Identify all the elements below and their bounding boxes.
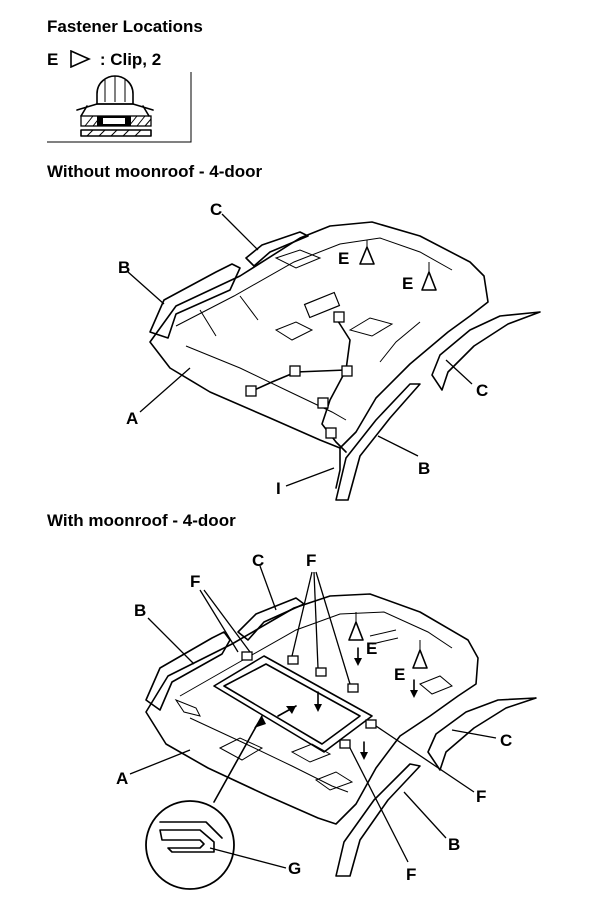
callout-b: B (118, 258, 130, 277)
callout-b: B (418, 459, 430, 478)
callout-c: C (476, 381, 488, 400)
callout-leaders (127, 213, 473, 487)
wire-harness (245, 311, 353, 489)
pillar-trim (149, 231, 541, 501)
page-title: Fastener Locations (47, 17, 203, 36)
callout-c: C (500, 731, 512, 750)
callout-f: F (190, 572, 200, 591)
clip-f-tabs (241, 647, 418, 760)
headliner-diagram-without-moonroof: C B E E C A B I (118, 200, 541, 501)
headliner-panel (149, 221, 489, 449)
clip-detail-magnifier (145, 715, 266, 890)
callout-b: B (448, 835, 460, 854)
fastener-legend: E : Clip, 2 (47, 49, 162, 70)
section-heading-with-moonroof: With moonroof - 4-door (47, 511, 236, 530)
callout-leaders (129, 565, 497, 869)
callout-e: E (402, 274, 413, 293)
moonroof-opening (213, 655, 373, 753)
callout-c: C (210, 200, 222, 219)
callout-g: G (288, 859, 301, 878)
callout-e: E (366, 639, 377, 658)
callout-e: E (394, 665, 405, 684)
headliner-panel (145, 593, 479, 825)
clip-e-markers (359, 240, 437, 291)
clip-e-markers (348, 612, 428, 669)
callout-labels: F C F B E E C A F B F G (116, 551, 512, 884)
callout-labels: C B E E C A B I (118, 200, 488, 498)
headliner-diagram-with-moonroof: F C F B E E C A F B F G (116, 551, 537, 890)
triangle-icon (70, 49, 92, 69)
callout-e: E (338, 249, 349, 268)
callout-b: B (134, 601, 146, 620)
section-heading-without-moonroof: Without moonroof - 4-door (47, 162, 263, 181)
clip-detail-illustration (47, 72, 192, 143)
legend-label: : Clip, 2 (99, 50, 162, 69)
callout-c: C (252, 551, 264, 570)
callout-i: I (276, 479, 281, 498)
callout-f: F (306, 551, 316, 570)
legend-letter: E (47, 50, 59, 69)
callout-f: F (476, 787, 486, 806)
callout-a: A (126, 409, 138, 428)
callout-f: F (406, 865, 416, 884)
callout-a: A (116, 769, 128, 788)
